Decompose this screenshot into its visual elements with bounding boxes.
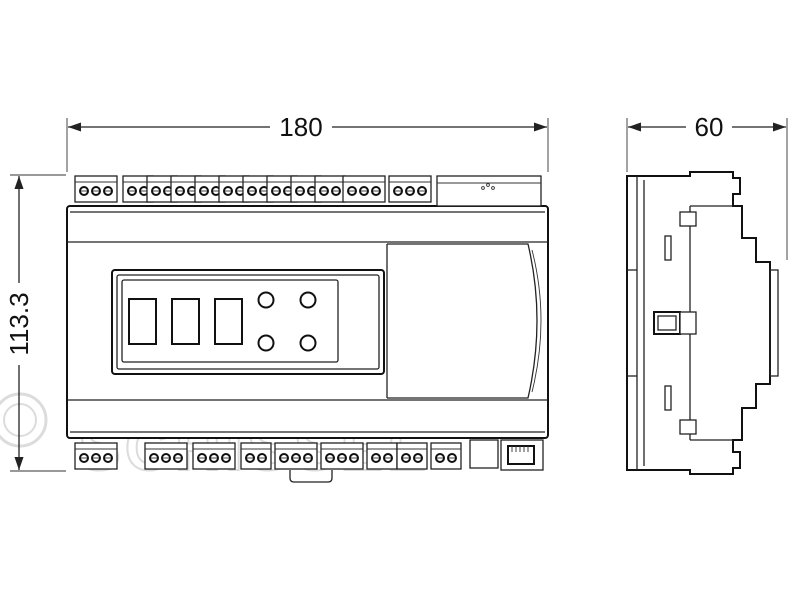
top-terminal-block (314, 175, 346, 203)
terminal-screw-icon (331, 186, 341, 196)
bottom-terminal-block (320, 442, 364, 470)
keypad-button-2 (299, 291, 317, 309)
keypad-button-4 (299, 334, 317, 352)
terminal-screw-icon (291, 453, 301, 463)
bottom-terminal-block (366, 442, 398, 470)
terminal-screw-icon (303, 453, 313, 463)
terminal-screw-icon (383, 453, 393, 463)
bottom-terminal-block (192, 442, 236, 470)
bottom-terminal-block (74, 442, 118, 470)
digit-3 (214, 298, 243, 345)
terminal-screw-icon (271, 186, 281, 196)
width-dimension: 180 (66, 112, 549, 172)
bottom-terminal-block (144, 442, 188, 470)
top-right-connector (436, 175, 542, 207)
terminal-screw-icon (295, 186, 305, 196)
right-cover (386, 243, 538, 399)
side-view (626, 171, 779, 475)
keypad-button-3 (257, 334, 275, 352)
terminal-screw-icon (413, 453, 423, 463)
terminal-screw-icon (245, 453, 255, 463)
terminal-screw-icon (127, 186, 137, 196)
bottom-terminal-block (430, 442, 462, 470)
height-dimension: 113.3 (4, 174, 66, 472)
terminal-screw-icon (325, 453, 335, 463)
digit-2 (171, 298, 200, 345)
terminal-screw-icon (223, 186, 233, 196)
terminal-screw-icon (401, 453, 411, 463)
housing-body (66, 205, 549, 439)
terminal-screw-icon (259, 186, 269, 196)
terminal-screw-icon (257, 453, 267, 463)
terminal-screw-icon (337, 453, 347, 463)
side-housing (626, 171, 771, 475)
terminal-screw-icon (175, 186, 185, 196)
terminal-screw-icon (349, 453, 359, 463)
digit-1 (128, 298, 157, 345)
height-dimension-label: 113.3 (4, 292, 34, 355)
terminal-screw-icon (221, 453, 231, 463)
terminal-screw-icon (149, 453, 159, 463)
terminal-screw-icon (435, 453, 445, 463)
width-dimension-label: 180 (279, 112, 322, 142)
terminal-screw-icon (247, 186, 257, 196)
bottom-terminal-block (274, 442, 318, 470)
depth-dimension: 60 (626, 112, 788, 260)
terminal-screw-icon (91, 453, 101, 463)
terminal-screw-icon (371, 186, 381, 196)
top-terminal-block (74, 175, 118, 203)
terminal-screw-icon (79, 453, 89, 463)
terminal-screw-icon (359, 186, 369, 196)
front-view (66, 175, 549, 483)
keypad-button-1 (257, 291, 275, 309)
terminal-screw-icon (151, 186, 161, 196)
display-panel (111, 269, 385, 375)
terminal-screw-icon (173, 453, 183, 463)
top-terminal-block (122, 175, 154, 203)
terminal-screw-icon (447, 453, 457, 463)
bottom-terminal-block (396, 442, 428, 470)
terminal-screw-icon (417, 186, 427, 196)
terminal-screw-icon (197, 453, 207, 463)
bottom-terminal-block (240, 442, 272, 470)
terminal-screw-icon (405, 186, 415, 196)
depth-dimension-label: 60 (695, 112, 724, 142)
rj-port (500, 439, 544, 471)
terminal-screw-icon (79, 186, 89, 196)
top-terminal-block (342, 175, 386, 203)
terminal-screw-icon (209, 453, 219, 463)
terminal-screw-icon (279, 453, 289, 463)
terminal-screw-icon (393, 186, 403, 196)
terminal-screw-icon (103, 186, 113, 196)
din-clip (289, 470, 333, 483)
top-terminal-block (388, 175, 432, 203)
top-terminal-blocks (74, 175, 432, 203)
terminal-screw-icon (347, 186, 357, 196)
watermark-logo-icon (0, 392, 48, 448)
terminal-screw-icon (319, 186, 329, 196)
terminal-screw-icon (103, 453, 113, 463)
bottom-terminal-blocks (74, 442, 462, 470)
terminal-screw-icon (371, 453, 381, 463)
terminal-screw-icon (161, 453, 171, 463)
terminal-screw-icon (91, 186, 101, 196)
terminal-screw-icon (199, 186, 209, 196)
